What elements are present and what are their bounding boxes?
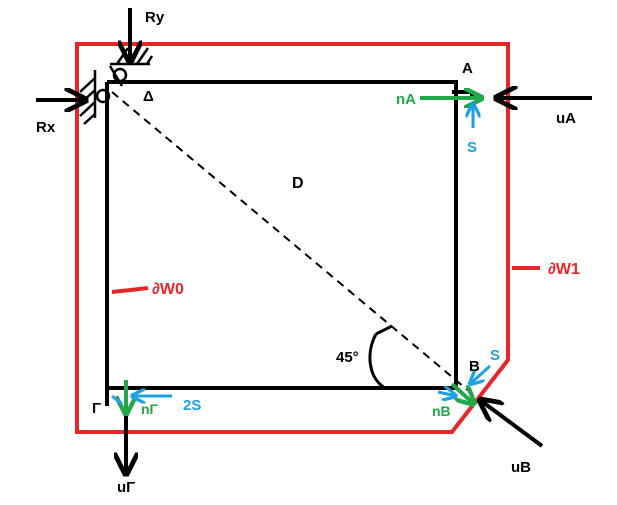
normal-b-arrow xyxy=(450,382,474,404)
label-reaction-y: Ry xyxy=(145,9,165,26)
boundary-w0-tag xyxy=(111,286,149,294)
label-displacement-b: uB xyxy=(511,459,531,476)
label-boundary-w0: ∂W0 xyxy=(152,281,184,298)
label-domain: D xyxy=(292,175,304,192)
angle-tick xyxy=(375,324,393,336)
angle-arc xyxy=(368,333,386,390)
shear-gamma-arrow-2 xyxy=(111,394,123,406)
displacement-b-arrow xyxy=(480,400,544,448)
shear-b-arrow xyxy=(470,364,492,384)
label-corner-b: B xyxy=(469,358,480,375)
label-normal-b: nB xyxy=(432,403,451,419)
label-reaction-x: Rx xyxy=(36,119,56,136)
shear-b-arrow-2 xyxy=(437,392,456,396)
label-shear-a: S xyxy=(467,139,477,156)
diagonal xyxy=(111,91,471,393)
label-displacement-a: uA xyxy=(556,110,576,127)
label-normal-a: nA xyxy=(396,91,416,108)
label-shear-gamma: 2S xyxy=(183,397,201,414)
boundary-outline xyxy=(75,42,510,434)
pin-support-icon xyxy=(79,47,154,125)
label-shear-b: S xyxy=(490,347,500,364)
label-boundary-w1: ∂W1 xyxy=(548,261,580,278)
label-corner-delta: Δ xyxy=(143,88,154,105)
label-corner-a: A xyxy=(462,60,473,77)
label-angle: 45° xyxy=(336,349,359,366)
label-displacement-gamma: uΓ xyxy=(117,479,135,496)
label-corner-gamma: Γ xyxy=(92,400,101,417)
label-normal-gamma: nΓ xyxy=(141,401,159,417)
frame xyxy=(105,80,458,406)
